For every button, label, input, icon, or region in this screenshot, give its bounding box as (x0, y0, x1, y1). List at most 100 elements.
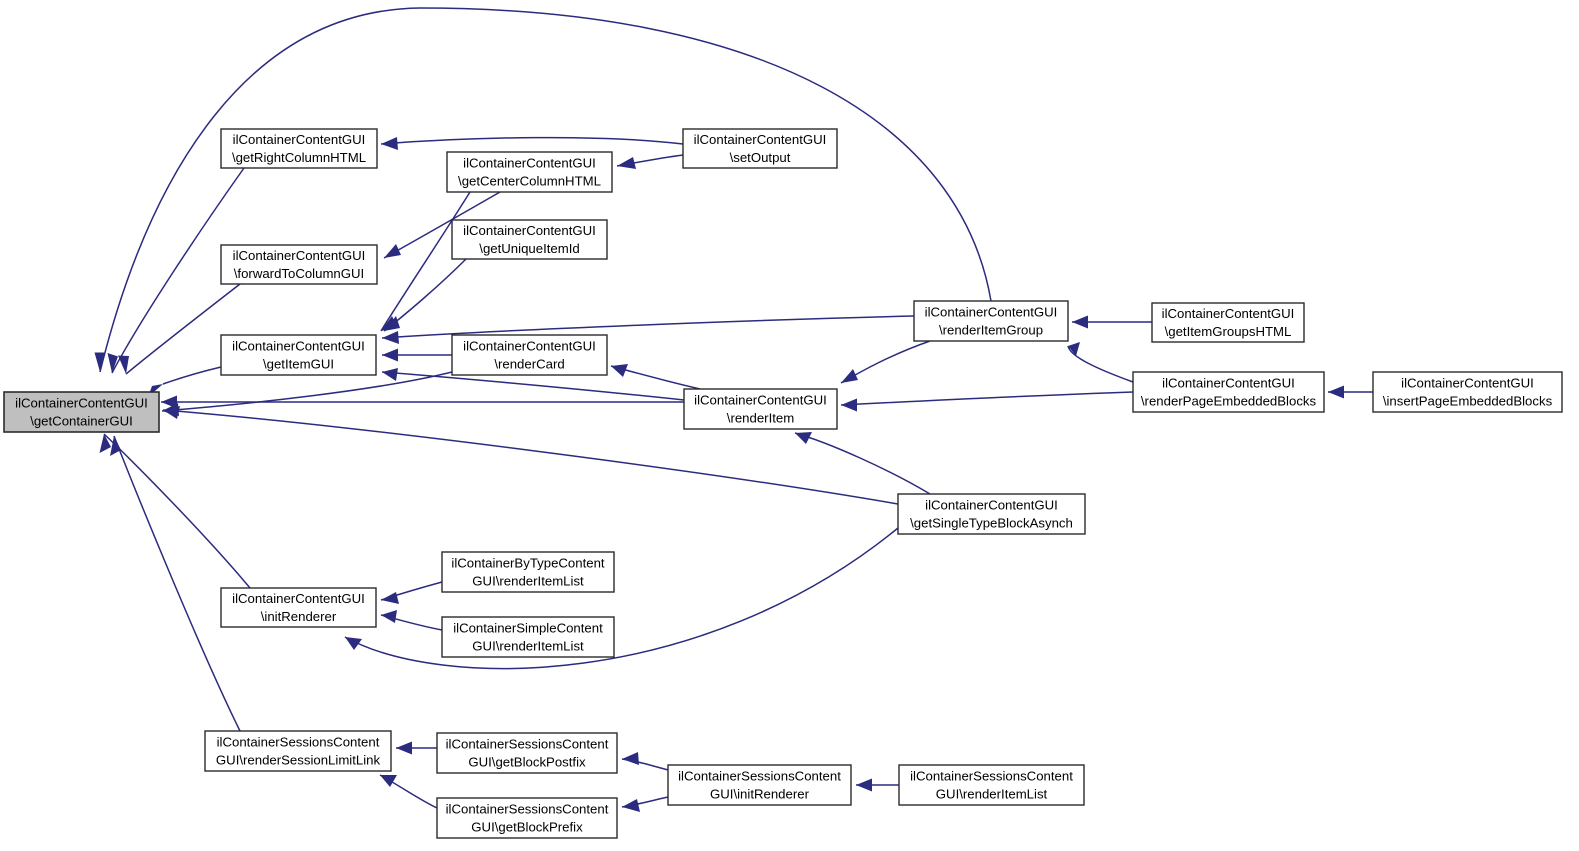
edge-line (99, 7, 992, 373)
node-label-line2: \getSingleTypeBlockAsynch (910, 515, 1073, 530)
call-edge (383, 258, 467, 332)
node-box[interactable] (441, 551, 615, 593)
node-label-line1: ilContainerContentGUI (925, 304, 1058, 319)
node-box[interactable] (1151, 302, 1305, 343)
edge-line (113, 435, 241, 732)
edge-line (125, 283, 241, 375)
graph-node-renderItem[interactable]: ilContainerContentGUI\renderItem (683, 388, 838, 430)
graph-node-sessionsGetBlockPostfix[interactable]: ilContainerSessionsContentGUI\getBlockPo… (436, 732, 618, 774)
edge-arrowhead-icon (622, 752, 639, 765)
node-box[interactable] (913, 300, 1069, 342)
node-label-line2: \getContainerGUI (30, 413, 133, 428)
graph-node-insertPageEmbeddedBlocks[interactable]: ilContainerContentGUI\insertPageEmbedded… (1372, 371, 1563, 413)
graph-node-sessionsGetBlockPrefix[interactable]: ilContainerSessionsContentGUI\getBlockPr… (436, 797, 618, 839)
node-box[interactable] (451, 219, 608, 260)
node-box[interactable] (3, 391, 160, 433)
graph-node-getRightColumnHTML[interactable]: ilContainerContentGUI\getRightColumnHTML (220, 128, 378, 169)
node-box[interactable] (682, 128, 838, 169)
node-label-line2: GUI\getBlockPrefix (471, 819, 583, 834)
call-edge (107, 167, 245, 374)
graph-node-renderCard[interactable]: ilContainerContentGUI\renderCard (451, 334, 608, 376)
node-label-line2: \getItemGUI (263, 356, 334, 371)
node-box[interactable] (1372, 371, 1563, 413)
node-label-line2: \getItemGroupsHTML (1165, 324, 1292, 339)
graph-node-renderPageEmbeddedBlocks[interactable]: ilContainerContentGUI\renderPageEmbedded… (1132, 371, 1325, 413)
call-edge (380, 136, 684, 150)
node-label-line2: \setOutput (730, 150, 791, 165)
node-box[interactable] (441, 616, 615, 658)
node-label-line2: GUI\renderItemList (936, 786, 1048, 801)
call-edge (380, 581, 443, 604)
edge-arrowhead-icon (841, 369, 858, 383)
edge-arrowhead-icon (380, 775, 397, 787)
edge-arrowhead-icon (611, 364, 628, 377)
edge-arrowhead-icon (382, 348, 398, 362)
graph-node-getItemGroupsHTML[interactable]: ilContainerContentGUI\getItemGroupsHTML (1151, 302, 1305, 343)
graph-node-simpleRenderItemList[interactable]: ilContainerSimpleContentGUI\renderItemLi… (441, 616, 615, 658)
call-edge (380, 191, 471, 332)
edge-arrowhead-icon (381, 592, 399, 604)
call-edge (161, 371, 453, 416)
node-label-line1: ilContainerContentGUI (1401, 375, 1534, 390)
node-box[interactable] (1132, 371, 1325, 413)
node-label-line2: \renderItem (727, 410, 794, 425)
node-box[interactable] (898, 764, 1085, 806)
node-label-line1: ilContainerByTypeContent (451, 555, 605, 570)
edge-arrowhead-icon (396, 741, 412, 755)
node-label-line2: GUI\renderSessionLimitLink (216, 752, 381, 767)
node-label-line1: ilContainerSessionsContent (446, 801, 609, 816)
edge-arrowhead-icon (345, 637, 362, 650)
edge-arrowhead-icon (107, 353, 118, 373)
edge-arrowhead-icon (161, 395, 177, 409)
node-label-line2: \getCenterColumnHTML (458, 173, 601, 188)
call-edge (1067, 342, 1134, 383)
node-label-line2: \forwardToColumnGUI (234, 266, 364, 281)
node-box[interactable] (683, 388, 838, 430)
edges-layer (94, 7, 1373, 812)
edge-line (381, 315, 915, 339)
node-box[interactable] (451, 334, 608, 376)
graph-node-getContainerGUI[interactable]: ilContainerContentGUI\getContainerGUI (3, 391, 160, 433)
edge-arrowhead-icon (94, 352, 106, 372)
call-edge (94, 7, 992, 373)
node-label-line1: ilContainerContentGUI (925, 497, 1058, 512)
node-label-line2: \renderItemGroup (939, 322, 1043, 337)
node-label-line2: GUI\renderItemList (472, 573, 584, 588)
edge-line (840, 391, 1134, 406)
node-box[interactable] (897, 493, 1086, 535)
node-label-line1: ilContainerContentGUI (233, 248, 366, 263)
node-box[interactable] (220, 587, 377, 628)
node-label-line1: ilContainerSessionsContent (446, 736, 609, 751)
node-box[interactable] (446, 151, 613, 193)
call-edge (380, 610, 443, 631)
graph-node-forwardToColumnGUI[interactable]: ilContainerContentGUI \forwardToColumnGUI (220, 244, 378, 285)
graph-node-setOutput[interactable]: ilContainerContentGUI\setOutput (682, 128, 838, 169)
call-edge (621, 796, 669, 812)
node-box[interactable] (220, 244, 378, 285)
edge-line (103, 433, 251, 589)
edge-line (794, 432, 931, 495)
edge-line (111, 167, 245, 374)
graph-node-getCenterColumnHTML[interactable]: ilContainerContentGUI \getCenterColumnHTM… (446, 151, 613, 193)
graph-node-renderSessionLimitLink[interactable]: ilContainerSessionsContentGUI\renderSess… (204, 730, 392, 772)
graph-node-sessionsInitRenderer[interactable]: ilContainerSessionsContentGUI\initRender… (667, 764, 852, 806)
node-box[interactable] (220, 128, 378, 169)
call-edge (382, 348, 452, 362)
graph-node-getSingleTypeBlockAsynch[interactable]: ilContainerContentGUI \getSingleTypeBlock… (897, 493, 1086, 535)
graph-node-byTypeRenderItemList[interactable]: ilContainerByTypeContentGUI\renderItemLi… (441, 551, 615, 593)
node-box[interactable] (204, 730, 392, 772)
graph-node-renderItemGroup[interactable]: ilContainerContentGUI \renderItemGroup (913, 300, 1069, 342)
graph-node-sessionsRenderItemList[interactable]: ilContainerSessionsContentGUI\renderItem… (898, 764, 1085, 806)
node-box[interactable] (436, 797, 618, 839)
edge-arrowhead-icon (856, 778, 872, 792)
call-edge (610, 364, 701, 390)
node-box[interactable] (436, 732, 618, 774)
node-box[interactable] (667, 764, 852, 806)
graph-node-getUniqueItemId[interactable]: ilContainerContentGUI\getUniqueItemId (451, 219, 608, 260)
node-box[interactable] (220, 334, 377, 376)
graph-node-getItemGUI[interactable]: ilContainerContentGUI\getItemGUI (220, 334, 377, 376)
graph-node-initRenderer[interactable]: ilContainerContentGUI\initRenderer (220, 587, 377, 628)
node-label-line1: ilContainerContentGUI (463, 155, 596, 170)
node-label-line1: ilContainerContentGUI (233, 132, 366, 147)
